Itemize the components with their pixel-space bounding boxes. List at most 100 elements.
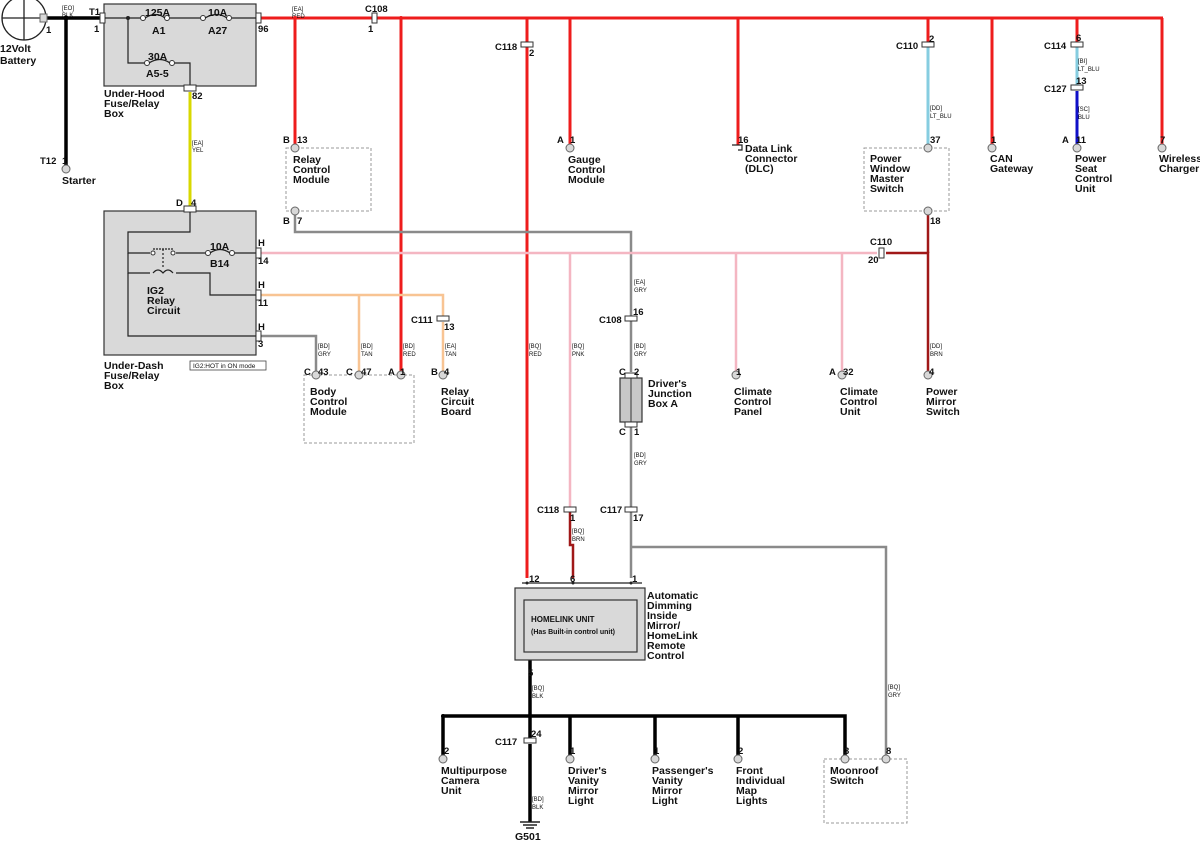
bcm-label-2: Control: [310, 396, 347, 408]
c110-mid-name: C110: [870, 237, 892, 248]
wc-bq-gry-1: [BQ]: [888, 685, 900, 691]
wc-bd-gry2-1: [BD]: [634, 344, 646, 350]
pwm-label-1: Power: [870, 153, 902, 165]
ud-label-3: Box: [104, 380, 124, 392]
wireless-pin: 7: [1160, 135, 1165, 146]
wire-gry-bcm: [258, 334, 318, 372]
seat-label-1: Power: [1075, 153, 1107, 165]
ud-h2-conn: H: [258, 280, 265, 291]
pv-label-4: Light: [652, 795, 678, 807]
c108-mid-pin: 16: [633, 307, 644, 318]
pms-pin: 4: [929, 367, 935, 378]
t12-connector: T12: [40, 156, 56, 167]
dv-label-1: Driver's: [568, 765, 607, 777]
c117-top-name: C117: [600, 505, 622, 516]
c108-top-name: C108: [365, 4, 388, 15]
seat-label-4: Unit: [1075, 183, 1096, 195]
fuse-b14-icon: [205, 248, 235, 256]
fuse-a1-id: A1: [152, 25, 166, 37]
hl-label-1: Automatic: [647, 590, 698, 602]
dv-label-4: Light: [568, 795, 594, 807]
wc-eo-blk-2: BLK: [62, 13, 73, 19]
pv-pin: 1: [654, 746, 660, 757]
ud-h1-pin: 14: [258, 256, 269, 267]
wc-bi-ltblu-1: [BI]: [1078, 59, 1087, 65]
ccu-label-3: Unit: [840, 406, 861, 418]
hl-pin-1: 1: [632, 574, 638, 585]
wc-ea-tan-2: TAN: [445, 352, 457, 358]
seat-label-3: Control: [1075, 173, 1112, 185]
c117-top-pin: 17: [633, 513, 644, 524]
cam-pin: 2: [444, 746, 449, 757]
uh-pin-96: 96: [258, 24, 269, 35]
pwm-label-2: Window: [870, 163, 911, 175]
wc-bd-gry1-2: GRY: [318, 352, 331, 358]
wc-bq-brn-1: [BQ]: [572, 529, 584, 535]
wc-dd-ltblu-2: LT_BLU: [930, 114, 952, 120]
fuse-a27-icon: [200, 13, 232, 21]
gauge-label-1: Gauge: [568, 154, 601, 166]
can-label-1: CAN: [990, 153, 1013, 165]
can-label-2: Gateway: [990, 163, 1033, 175]
ground-label: G501: [515, 831, 541, 842]
ud-top-pin: 4: [191, 198, 197, 209]
ud-h1-conn: H: [258, 238, 265, 249]
wc-bd-blk-2: BLK: [532, 805, 543, 811]
rcb-label-3: Board: [441, 406, 471, 418]
ud-top-conn: D: [176, 198, 183, 209]
uh-label-1: Under-Hood: [104, 88, 165, 100]
wc-ea-red-2: RED: [292, 14, 305, 20]
wc-bq-gry-2: GRY: [888, 693, 901, 699]
wc-bd-gry3-2: GRY: [634, 461, 647, 467]
starter-label: Starter: [62, 175, 96, 187]
rcm-top-conn: B: [283, 135, 290, 146]
map-label-3: Map: [736, 785, 757, 797]
gauge-conn: A: [557, 135, 564, 146]
fuse-a5-5-icon: [144, 58, 175, 66]
rcm-bot-conn: B: [283, 216, 290, 227]
c117-bot-pin: 24: [531, 729, 542, 740]
c110-mid-pin: 20: [868, 255, 879, 266]
fuse-a1-rating: 125A: [145, 7, 171, 19]
hl-label-3: Inside: [647, 610, 678, 622]
relay-switch-icon: [150, 248, 176, 274]
wc-bq-red-2: RED: [529, 352, 542, 358]
gauge-label-2: Control: [568, 164, 605, 176]
t12-pin: 1: [62, 156, 68, 167]
battery-pin: 1: [46, 25, 52, 36]
wire-blk-gnd-bus: [443, 714, 847, 756]
map-label-2: Individual: [736, 775, 785, 787]
hl-pin-6: 6: [570, 574, 575, 585]
jb-bot-pin: 1: [634, 427, 640, 438]
cam-label-2: Camera: [441, 775, 480, 787]
wc-bq-pnk-1: [BQ]: [572, 344, 584, 350]
map-label-4: Lights: [736, 795, 768, 807]
dlc-pin: 16: [738, 135, 749, 146]
pwm-label-3: Master: [870, 173, 904, 185]
moon-label-1: Moonroof: [830, 765, 879, 777]
hl-label-2: Dimming: [647, 600, 692, 612]
ground-icon: [520, 821, 540, 829]
wc-bd-gry2-2: GRY: [634, 352, 647, 358]
wc-bq-red-1: [BQ]: [529, 344, 541, 350]
wc-bd-tan-2: TAN: [361, 352, 373, 358]
jb-top-pin: 2: [634, 367, 639, 378]
c114-name: C114: [1044, 41, 1067, 52]
jb-bot-conn: C: [619, 427, 626, 438]
bcm-p1-conn: C: [304, 367, 311, 378]
ccp-label-3: Panel: [734, 406, 762, 418]
ccp-label-1: Climate: [734, 386, 772, 398]
bcm-p2-conn: C: [346, 367, 353, 378]
pms-label-3: Switch: [926, 406, 960, 418]
homelink-inner-box: [523, 599, 638, 653]
wc-eo-blk-1: [EO]: [62, 6, 74, 12]
rcb-pin: 4: [444, 367, 450, 378]
wc-bd-red-2: RED: [403, 352, 416, 358]
moonroof-box: [823, 758, 908, 824]
t1-pin: 1: [94, 24, 100, 35]
wire-gry-relay-junction: [293, 212, 633, 372]
map-label-1: Front: [736, 765, 763, 777]
dlc-label-1: Data Link: [745, 143, 792, 155]
wireless-label-2: Charger: [1159, 163, 1199, 175]
